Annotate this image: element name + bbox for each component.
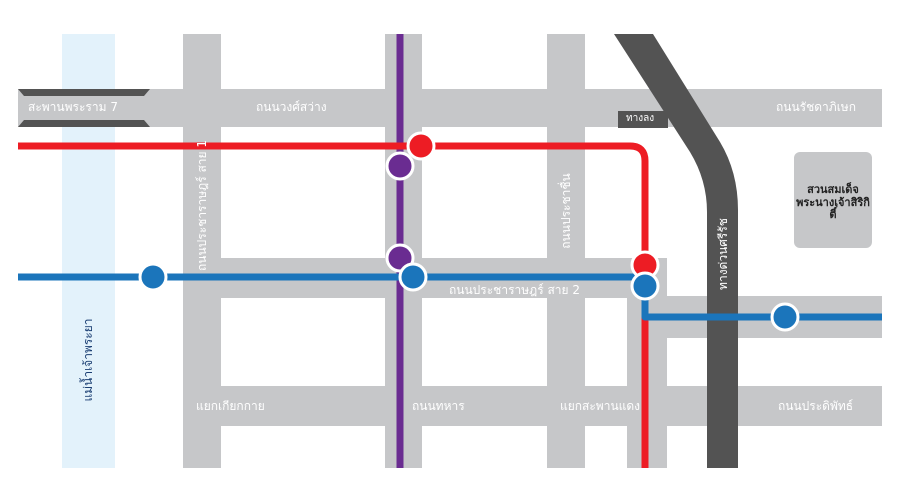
station-blue-east-junction[interactable] bbox=[630, 271, 660, 301]
road-wongsawang-label: ถนนวงศ์สว่าง bbox=[256, 100, 327, 114]
station-blue-east[interactable] bbox=[770, 302, 800, 332]
road-wongsawang bbox=[18, 89, 882, 127]
junction-saphan-daeng-label: แยกสะพานแดง bbox=[560, 399, 641, 413]
road-ratchadaphisek-label: ถนนรัชดาภิเษก bbox=[776, 100, 856, 114]
road-thahan-label: ถนนทหาร bbox=[412, 399, 465, 413]
road-pradiphat bbox=[183, 386, 882, 426]
bridge-label: สะพานพระราม 7 bbox=[28, 100, 118, 114]
station-blue-center[interactable] bbox=[398, 262, 428, 292]
station-purple-north[interactable] bbox=[385, 151, 415, 181]
river-label: แม่น้ำเจ้าพระยา bbox=[81, 318, 95, 402]
expressway-label: ทางด่วนศรีรัช bbox=[716, 218, 730, 290]
junction-kiak-kai-label: แยกเกียกกาย bbox=[196, 399, 265, 413]
red-line bbox=[18, 142, 649, 468]
station-blue-west[interactable] bbox=[138, 262, 168, 292]
bridge-cap-bottom bbox=[18, 120, 150, 127]
exit-sign bbox=[618, 111, 668, 128]
expressway-sri-rat bbox=[614, 34, 738, 468]
road-pradiphat-label: ถนนประดิพัทธ์ bbox=[778, 399, 854, 413]
road-pracharat-sai1-label: ถนนประชาราษฎร์ สาย 1 bbox=[195, 139, 209, 271]
park bbox=[794, 152, 872, 248]
bridge-cap-top bbox=[18, 89, 150, 96]
park-label: สวนสมเด็จ พระนางเจ้าสิริกิติ์ bbox=[794, 183, 872, 222]
station-red-purple-north[interactable] bbox=[406, 131, 436, 161]
park-label-line2: พระนางเจ้าสิริกิติ์ bbox=[796, 195, 870, 222]
road-pracha-chuen-label: ถนนประชาชื่น bbox=[559, 173, 573, 249]
exit-label: ทางลง bbox=[626, 113, 655, 124]
road-pracharat-sai2-label: ถนนประชาราษฎร์ สาย 2 bbox=[449, 283, 581, 297]
park-label-line1: สวนสมเด็จ bbox=[807, 183, 859, 196]
